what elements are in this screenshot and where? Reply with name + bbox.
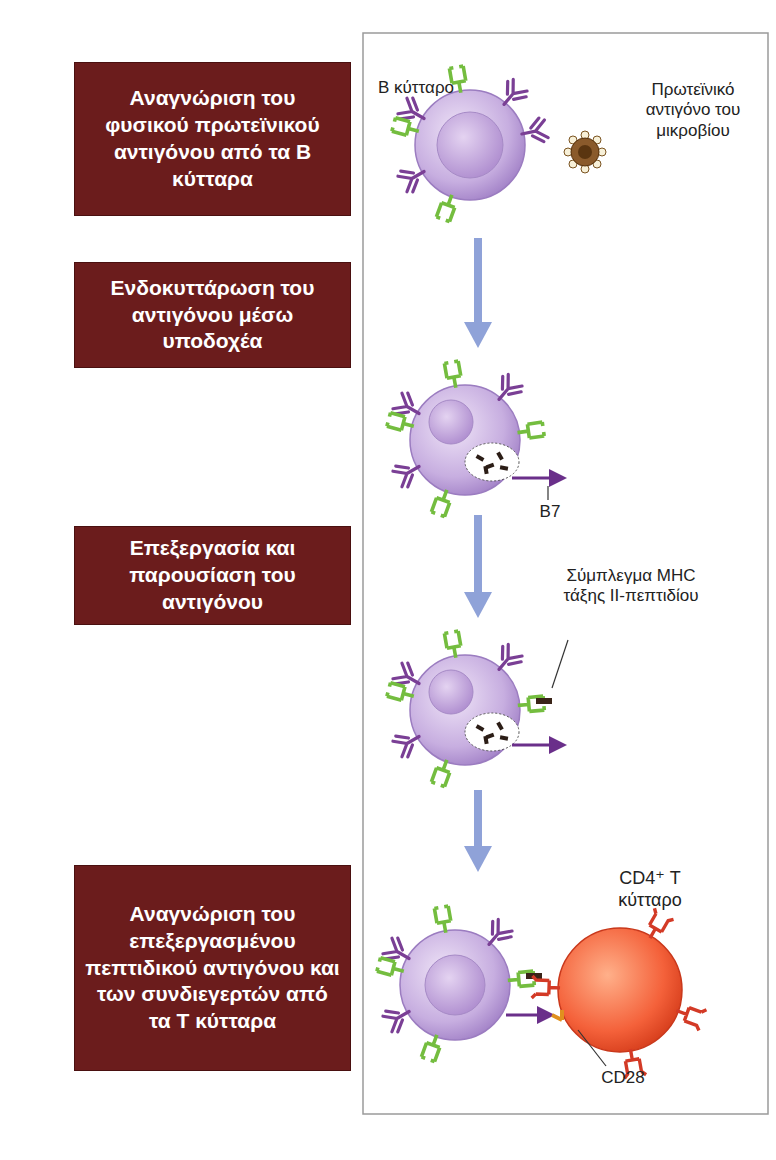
antibody-receptor [519, 117, 548, 146]
antibody-receptor [495, 78, 529, 113]
part-label: Πρωτεϊνικό αντιγόνο του μικροβίου [622, 80, 764, 141]
t-cell [532, 908, 707, 1078]
mhc-molecule [436, 192, 458, 221]
mhc-molecule [387, 413, 416, 433]
mhc-molecule [387, 683, 416, 703]
panel-frame [363, 33, 768, 1114]
step-box: Αναγνώριση του φυσικού πρωτεϊνικού αντιγ… [74, 62, 351, 216]
mhc-molecule [377, 958, 406, 978]
tcr-receptor [640, 908, 673, 943]
part-label: CD4⁺ Τ κύτταρο [595, 868, 705, 911]
step-text: Ενδοκυττάρωση του αντιγόνου μέσω υποδοχέ… [85, 275, 340, 356]
antibody-receptor [391, 726, 425, 759]
mhc-molecule [444, 361, 462, 389]
b-cell [387, 361, 558, 517]
part-label: Σύμπλεγμα MHC τάξης II-πεπτιδίου [556, 566, 706, 607]
antibody-receptor [381, 1001, 415, 1034]
mhc-molecule [421, 1032, 443, 1061]
mhc-molecule [431, 487, 453, 516]
mhc-molecule [434, 906, 452, 934]
antibody-receptor [396, 161, 430, 194]
antibody-receptor [480, 918, 514, 953]
antibody-receptor [381, 936, 415, 969]
tcr-receptor [532, 976, 561, 999]
part-label: CD28 [588, 1068, 658, 1088]
antibody-receptor [391, 456, 425, 489]
mhc-molecule [431, 757, 453, 786]
step-text: Επεξεργασία και παρουσίαση του αντιγόνου [85, 535, 340, 616]
b-cell [377, 906, 546, 1062]
step-text: Αναγνώριση του φυσικού πρωτεϊνικού αντιγ… [85, 85, 340, 193]
antibody-receptor [391, 661, 425, 694]
step-text: Αναγνώριση του επεξεργασμένου πεπτιδικού… [85, 901, 340, 1035]
antibody-receptor [396, 96, 430, 129]
part-label: B7 [530, 502, 570, 522]
antibody-receptor [490, 373, 524, 408]
flow-arrows [464, 238, 492, 872]
cd28-receptor [552, 1010, 562, 1020]
antibody-receptor [391, 391, 425, 424]
part-label: B κύτταρο [378, 78, 518, 98]
b-cell [387, 631, 558, 787]
step-box: Ενδοκυττάρωση του αντιγόνου μέσω υποδοχέ… [74, 262, 351, 368]
antibody-receptor [490, 643, 524, 678]
microbe-antigen [564, 131, 606, 173]
step-box: Αναγνώριση του επεξεργασμένου πεπτιδικού… [74, 865, 351, 1071]
tcr-receptor [673, 1000, 707, 1030]
mhc-molecule [517, 422, 545, 439]
step-box: Επεξεργασία και παρουσίαση του αντιγόνου [74, 526, 351, 625]
mhc-molecule [392, 118, 421, 138]
mhc-molecule [444, 631, 462, 659]
